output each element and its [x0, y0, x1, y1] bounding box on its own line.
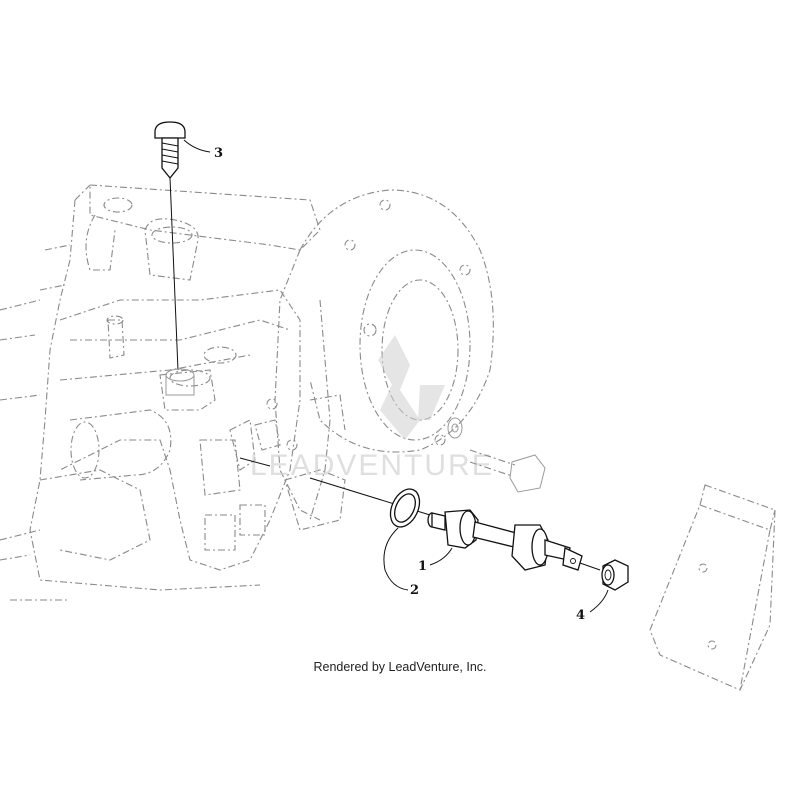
part-4-nut	[589, 559, 629, 613]
callout-3: 3	[214, 146, 223, 161]
plug-socket	[165, 368, 195, 396]
callout-4: 4	[576, 608, 585, 623]
engine-block-phantom	[0, 184, 321, 601]
part-1-sensor	[427, 509, 583, 571]
callout-1: 1	[418, 559, 427, 574]
part-2-o-ring	[383, 488, 421, 591]
svg-text:1: 1	[418, 559, 427, 574]
leadventure-watermark: LEADVENTURE	[250, 335, 494, 482]
bolt-phantom	[447, 417, 546, 493]
svg-text:2: 2	[410, 583, 419, 598]
callout-2: 2	[410, 583, 419, 598]
svg-text:3: 3	[214, 146, 223, 161]
svg-text:4: 4	[576, 608, 585, 623]
render-credit: Rendered by LeadVenture, Inc.	[313, 660, 487, 674]
control-module-phantom	[649, 484, 776, 691]
watermark-text: LEADVENTURE	[250, 449, 494, 482]
part-3-screw	[154, 121, 211, 371]
